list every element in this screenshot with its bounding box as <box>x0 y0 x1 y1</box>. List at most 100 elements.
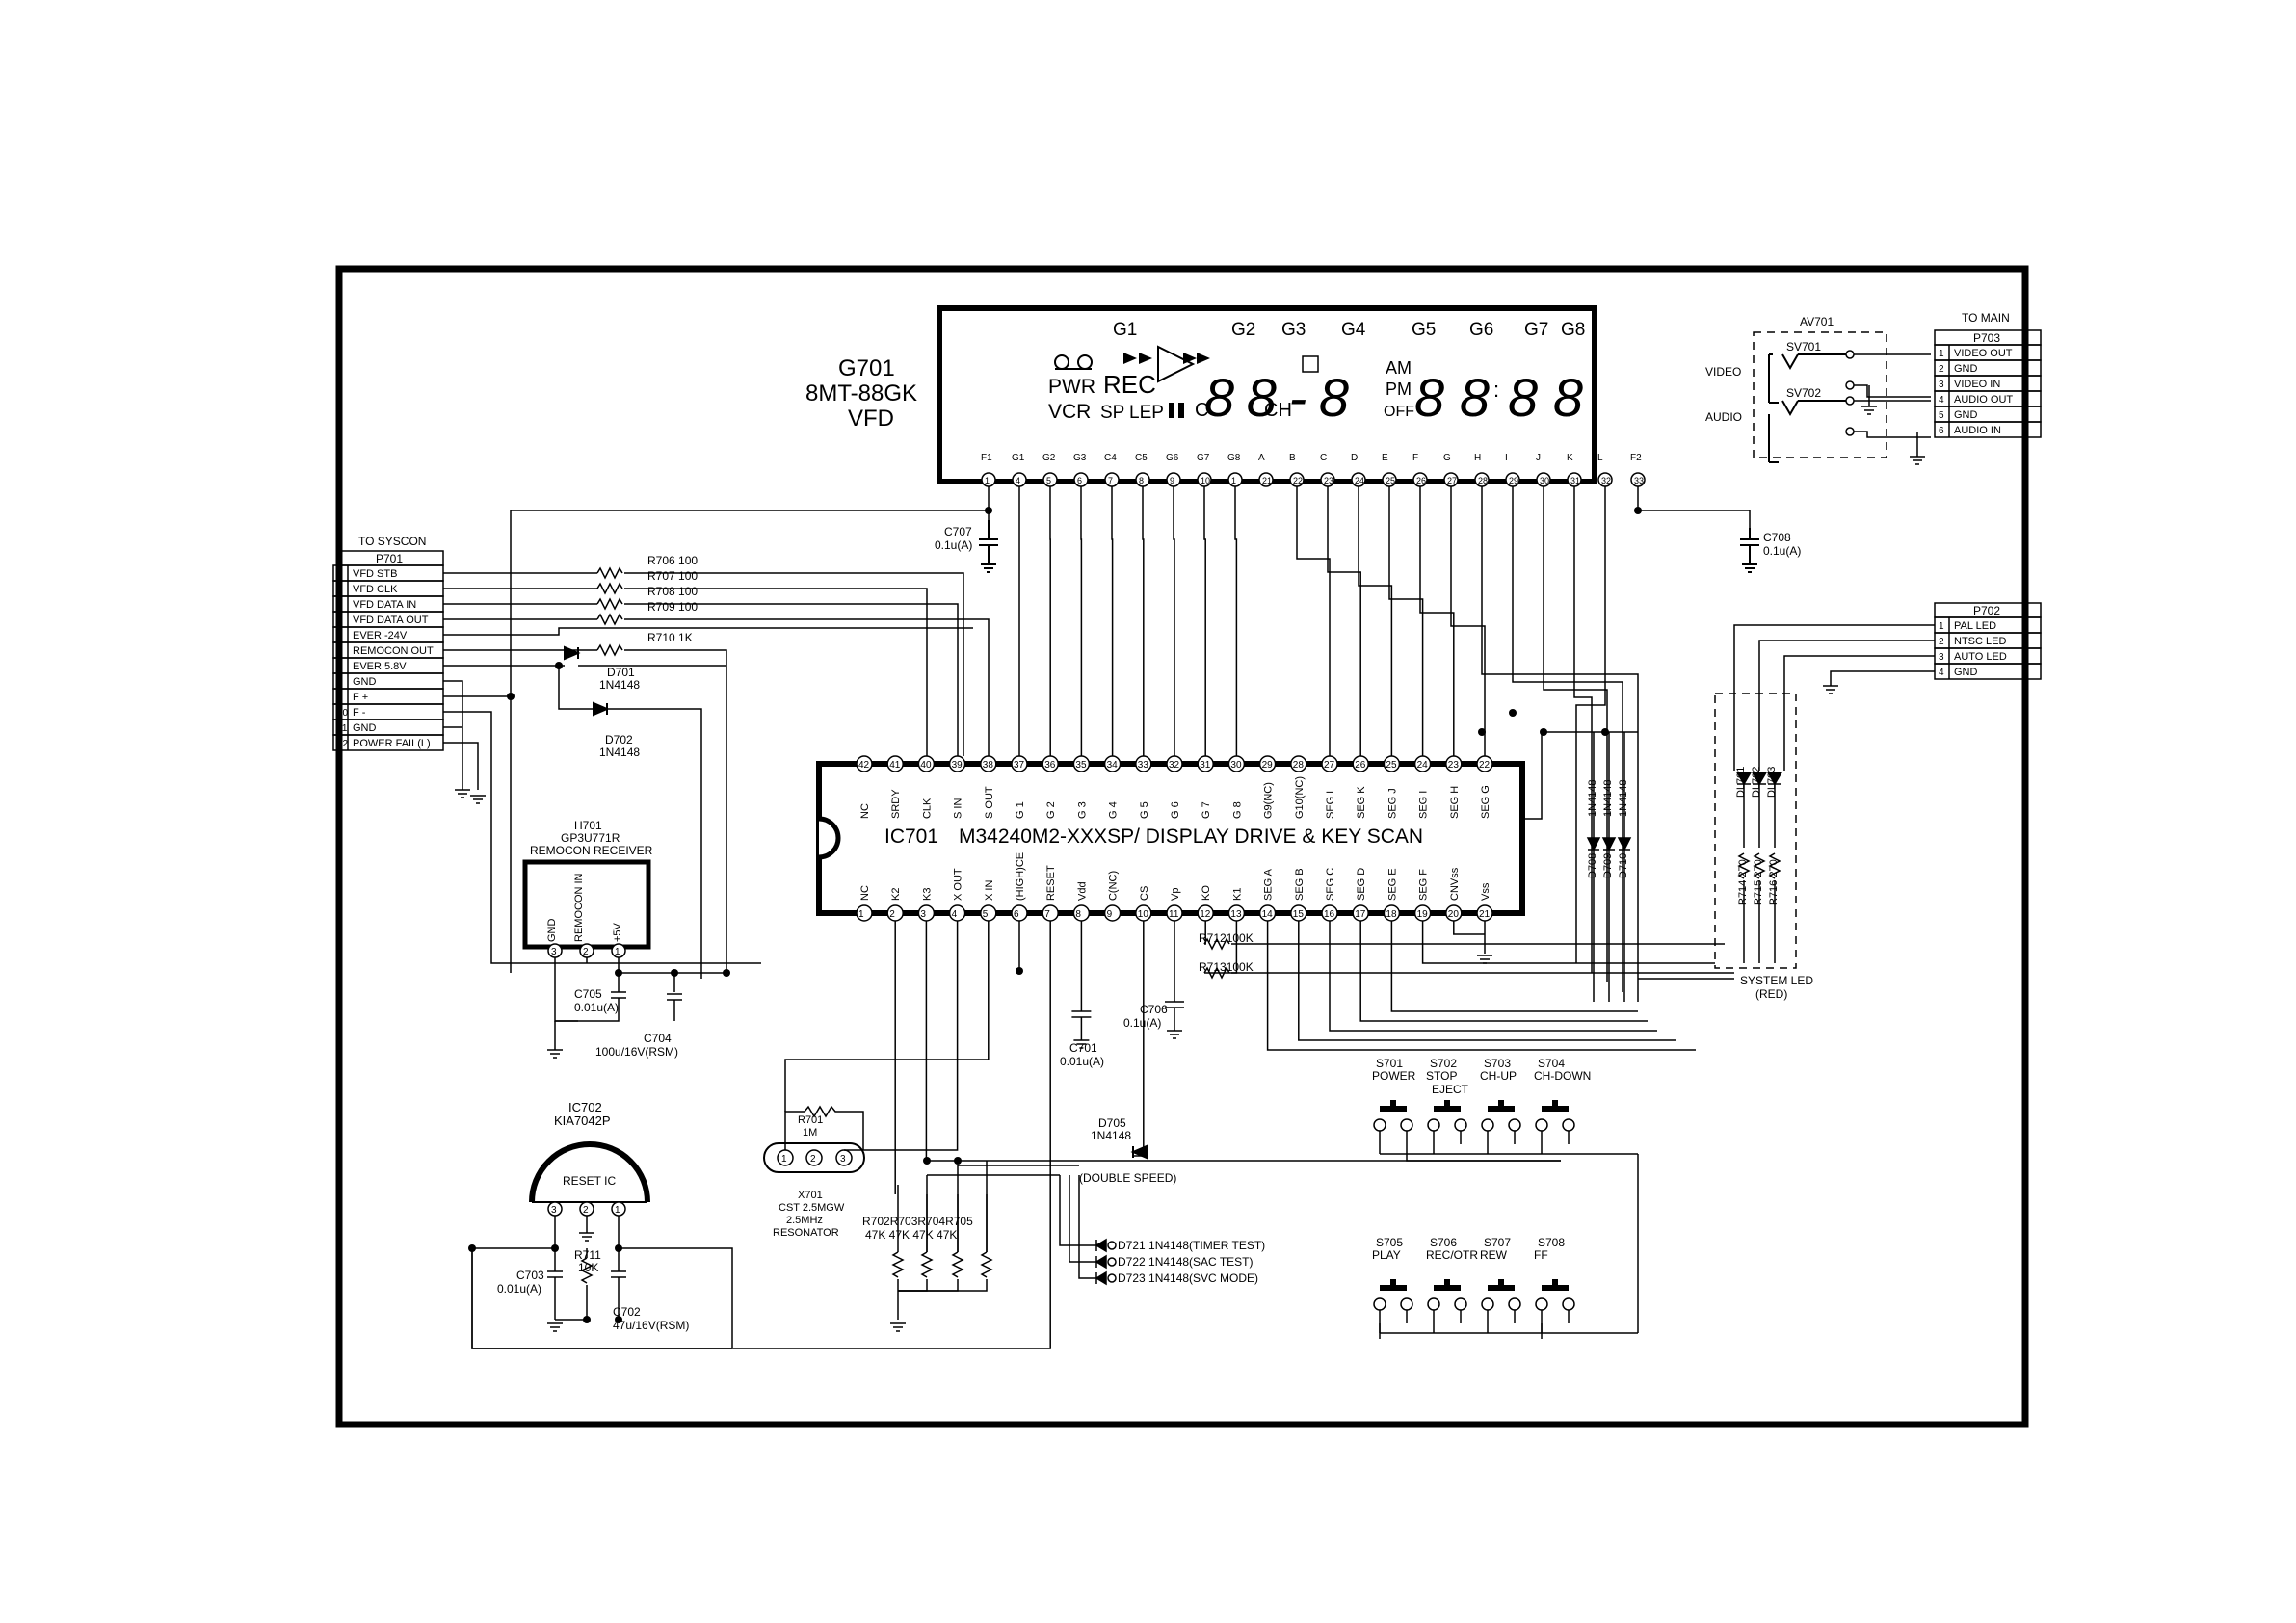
ground-symbol <box>1861 385 1877 415</box>
ic701-pin-number: 17 <box>1355 909 1366 920</box>
p703-pin-number: 3 <box>1939 380 1944 390</box>
vfd-pin-number: 4 <box>1016 476 1020 485</box>
d705: D705 1N4148 (DOUBLE SPEED) <box>1079 1116 1176 1185</box>
p703-pin-number: 1 <box>1939 349 1944 359</box>
p702-ref: P702 <box>1973 604 2000 617</box>
ic701-pin-name: C(NC) <box>1108 871 1120 901</box>
p701-pin-name: GND <box>353 676 377 688</box>
ic701-pin-name: SEG E <box>1386 868 1398 901</box>
ic701-pin-number: 11 <box>1169 909 1179 920</box>
p702-pin-number: 3 <box>1939 652 1944 663</box>
switch-button[interactable] <box>1373 1100 1413 1132</box>
ic701-notch <box>818 816 841 860</box>
p701-pin-number: 5 <box>337 631 343 641</box>
vfd-g701: G701 8MT-88GK VFD G1 G2 G3 G4 G5 G6 G7 G… <box>805 305 1646 487</box>
c702-ref: C702 <box>613 1305 641 1319</box>
ic701-pin-name: G 8 <box>1231 801 1243 819</box>
ic701-pin-number: 20 <box>1448 909 1460 920</box>
vfd-seg-off: OFF <box>1384 404 1414 420</box>
switch-name: POWER <box>1372 1069 1416 1083</box>
vfd-pin-name: F2 <box>1630 453 1642 463</box>
switch-ref: S708 <box>1538 1236 1565 1249</box>
ic701-pin-name: G 1 <box>1015 801 1026 819</box>
switch-button[interactable] <box>1481 1100 1521 1132</box>
p703-pin-number: 6 <box>1939 426 1944 436</box>
x701-desc: RESONATOR <box>773 1227 839 1239</box>
switch-ref: S704 <box>1538 1057 1565 1070</box>
vfd-pin-number: 23 <box>1324 476 1333 485</box>
r701 <box>784 1105 864 1150</box>
ic701-pin-number: 13 <box>1230 909 1242 920</box>
h701-part: GP3U771R <box>561 831 620 845</box>
vfd-pin-number: 29 <box>1509 476 1518 485</box>
vfd-pin-number: 7 <box>1108 476 1113 485</box>
vfd-pin-name: B <box>1289 453 1296 463</box>
d710-val: 1N4148 <box>1618 779 1629 817</box>
vfd-colon: : <box>1493 378 1499 402</box>
ic701-pin-number: 29 <box>1262 760 1274 771</box>
c707-val: 0.1u(A) <box>935 538 972 552</box>
r701-val: 1M <box>803 1127 817 1139</box>
vfd-type: VFD <box>848 406 894 432</box>
switch-button[interactable] <box>1427 1279 1467 1311</box>
x701-freq: 2.5MHz <box>786 1215 823 1226</box>
r711-val: 10K <box>578 1261 598 1274</box>
vfd-pin-number: 8 <box>1139 476 1144 485</box>
video-label: VIDEO <box>1705 365 1741 379</box>
vfd-pin-name: L <box>1597 453 1603 463</box>
p701-row <box>332 688 444 705</box>
system-led-color: (RED) <box>1755 987 1787 1001</box>
ic702-part: KIA7042P <box>554 1113 611 1128</box>
p701-pin-number: 2 <box>337 585 343 595</box>
ic701-pin-name: X IN <box>984 880 995 901</box>
switch-button[interactable] <box>1373 1279 1413 1311</box>
vfd-grid-label: G3 <box>1281 320 1306 340</box>
system-leds: DL701 DL702 DL703 R714 270 R715 270 R716… <box>1714 693 1813 1001</box>
d708-val: 1N4148 <box>1587 779 1598 817</box>
ic701-pin-number: 41 <box>889 760 901 771</box>
resistors-r702-r705: R702R703R704R705 47K 47K 47K 47K <box>862 1215 973 1242</box>
d701-val: 1N4148 <box>599 678 640 692</box>
ic701-pin-number: 30 <box>1230 760 1242 771</box>
av701-ref: AV701 <box>1800 315 1834 328</box>
switch-button[interactable] <box>1535 1279 1575 1311</box>
ic701-pin-number: 12 <box>1200 909 1211 920</box>
p703-pin-number: 2 <box>1939 364 1944 375</box>
h701-pin-num: 1 <box>615 947 620 957</box>
p703-pin-name: GND <box>1954 409 1978 421</box>
play-icon <box>1157 345 1196 383</box>
p701-pin-number: 10 <box>337 708 349 719</box>
ic701-pin-name: SEG A <box>1263 868 1275 901</box>
diodes-d721-d723: D721 1N4148(TIMER TEST) D722 1N4148(SAC … <box>1118 1239 1265 1285</box>
switch-button[interactable] <box>1427 1100 1467 1132</box>
switch-ref: S705 <box>1376 1236 1403 1249</box>
ic702-pin-num: 2 <box>583 1205 589 1216</box>
switch-name2: EJECT <box>1432 1083 1469 1096</box>
ic701-pin-number: 24 <box>1417 760 1429 771</box>
p702-pin-number: 4 <box>1939 668 1944 678</box>
ic701-pin-name: SEG B <box>1294 868 1306 901</box>
c706-val: 0.1u(A) <box>1123 1016 1161 1030</box>
vfd-pin-number: 30 <box>1540 476 1549 485</box>
vfd-pin-name: J <box>1536 453 1541 463</box>
ic702-desc: RESET IC <box>563 1174 616 1188</box>
vfd-pin-name: F1 <box>981 453 992 463</box>
av701-jacks: AV701 SV701 SV702 VIDEO AUDIO <box>1705 315 1931 463</box>
p701-row <box>332 672 444 690</box>
switch-button[interactable] <box>1535 1100 1575 1132</box>
switch-button[interactable] <box>1481 1279 1521 1311</box>
dl703-ref: DL703 <box>1766 767 1778 798</box>
ic701-pin-name: G 4 <box>1108 801 1120 819</box>
vfd-pin-number: 6 <box>1077 476 1082 485</box>
switch-name: REW <box>1480 1248 1508 1262</box>
r701-ref: R701 <box>798 1114 823 1126</box>
ic701-pin-number: 2 <box>889 909 895 920</box>
ic701-pin-number: 42 <box>858 760 870 771</box>
ground-symbol <box>1910 432 1925 465</box>
ic701-pin-number: 22 <box>1479 760 1491 771</box>
rewind-icon <box>1123 353 1152 364</box>
p701-pin-name: F - <box>353 707 366 719</box>
